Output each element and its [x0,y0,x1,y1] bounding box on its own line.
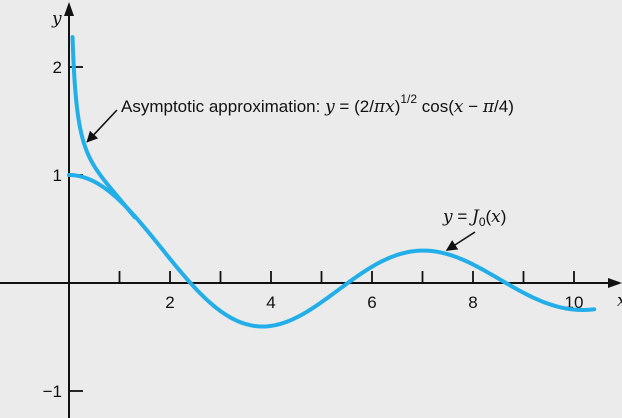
bessel-j0-curve [67,173,597,329]
formula-x: x [454,97,464,117]
label-subscript: 0 [479,215,486,229]
y-tick-label-2: 2 [53,58,62,77]
formula-cos: cos( [417,97,454,116]
label-y: y [442,207,453,227]
formula-y: y [324,97,335,117]
formula-exponent: 1/2 [400,92,417,106]
x-tick-label-8: 8 [468,293,477,312]
x-tick-label-2: 2 [165,293,174,312]
asymptotic-annotation-label: Asymptotic approximation: y = (2/πx)1/2 … [121,92,514,117]
formula-minus: − [463,97,482,116]
formula-pi-x: πx [373,97,395,117]
asymptotic-approximation-curve [70,35,137,220]
y-axis-label: y [51,9,62,29]
label-x: x [491,207,501,227]
x-tick-label-4: 4 [266,293,275,312]
asymptotic-annotation-arrow [86,109,118,143]
formula-pi: π [482,97,495,117]
formula-equals-open: = (2/ [335,97,374,116]
asymptotic-label-prefix: Asymptotic approximation: [121,97,325,116]
y-tick-label-1: 1 [53,166,62,185]
x-axis-arrowhead [608,278,622,288]
y-tick-label-neg1: −1 [43,382,62,401]
x-tick-label-6: 6 [367,293,376,312]
bessel-annotation-label: y = J0(x) [442,207,506,229]
y-axis-arrowhead [64,2,74,16]
bessel-annotation-arrow [445,231,476,251]
formula-close-paren: ) [395,97,401,116]
x-axis-label: x [617,291,622,311]
label-open-paren: ( [486,207,492,226]
label-equals: = [453,207,472,226]
label-j: J [469,207,480,227]
formula-end: /4) [494,97,514,116]
label-close-paren: ) [501,207,507,226]
